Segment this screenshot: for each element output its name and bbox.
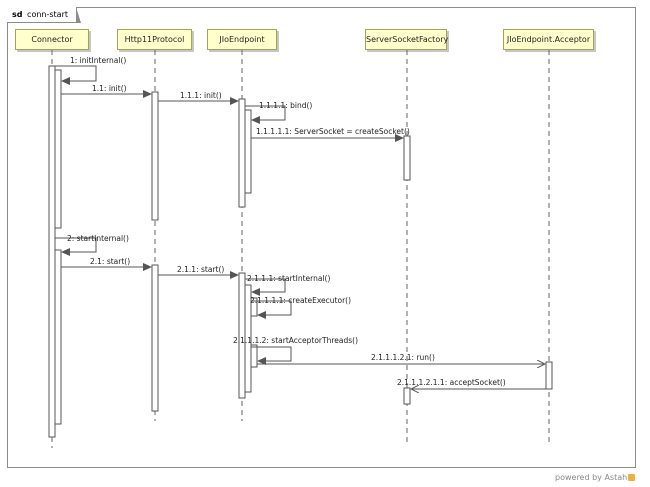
message-label-1: 1: initInternal() (70, 56, 126, 65)
lifeline-http11protocol: Http11Protocol (117, 29, 192, 50)
message-label-2-1-1-1-2-1-1: 2.1.1.1.2.1.1: acceptSocket() (397, 378, 506, 387)
activation-http11-init (151, 91, 159, 221)
message-label-1-1-1-1-1: 1.1.1.1.1: ServerSocket = createSocket() (256, 127, 410, 136)
frame-name: conn-start (27, 10, 68, 19)
activation-connector-start (54, 249, 62, 425)
message-label-1-1-1: 1.1.1: init() (180, 91, 222, 100)
message-arrow-1 (55, 65, 97, 85)
powered-by-text: powered by Astah (555, 473, 628, 482)
message-arrow-2 (55, 237, 97, 256)
activation-connector-outer (48, 65, 56, 438)
message-label-2: 2: startInternal() (67, 234, 129, 243)
activation-connector-init (54, 69, 62, 229)
message-label-2-1-1: 2.1.1: start() (177, 265, 224, 274)
lifeline-connector: Connector (15, 29, 89, 50)
activation-http11-start (151, 264, 159, 412)
message-arrow-2-1-1-1-1 (251, 300, 292, 319)
message-label-2-1-1-1-1: 2.1.1.1.1: createExecutor() (250, 296, 351, 305)
activation-jio-startinternal (244, 284, 252, 393)
message-label-1-1: 1.1: init() (92, 84, 127, 93)
message-label-2-1: 2.1: start() (90, 257, 130, 266)
activation-jio-bind (244, 109, 252, 194)
frame-title-tab: sd conn-start (7, 7, 81, 23)
powered-by-footer: powered by Astah (555, 473, 636, 482)
astah-logo-icon (628, 474, 636, 481)
activation-jio-init (238, 98, 246, 208)
diagram-frame (7, 7, 636, 468)
lifeline-jioendpoint: JIoEndpoint (207, 29, 277, 50)
lifeline-serversocketfactory: ServerSocketFactory (365, 29, 448, 50)
message-arrow-1-1-1-1 (245, 105, 286, 124)
activation-ssf-createsocket (403, 135, 411, 181)
frame-keyword: sd (12, 10, 23, 19)
lifeline-jioendpoint-acceptor: JIoEndpoint.Acceptor (503, 29, 594, 50)
activation-acceptor-run (545, 361, 553, 390)
activation-jio-createexecutor (250, 297, 258, 317)
message-label-1-1-1-1: 1.1.1.1: bind() (259, 101, 312, 110)
message-label-2-1-1-1-2-1: 2.1.1.1.2.1: run() (371, 353, 435, 362)
message-arrow-2-1-1-1-2 (251, 346, 292, 365)
activation-jio-startacceptorthreads (250, 344, 258, 368)
message-label-2-1-1-1: 2.1.1.1: startInternal() (247, 274, 330, 283)
message-arrow-2-1-1-1 (245, 278, 286, 296)
message-label-2-1-1-1-2: 2.1.1.1.2: startAcceptorThreads() (233, 336, 358, 345)
activation-ssf-acceptsocket (403, 387, 411, 405)
